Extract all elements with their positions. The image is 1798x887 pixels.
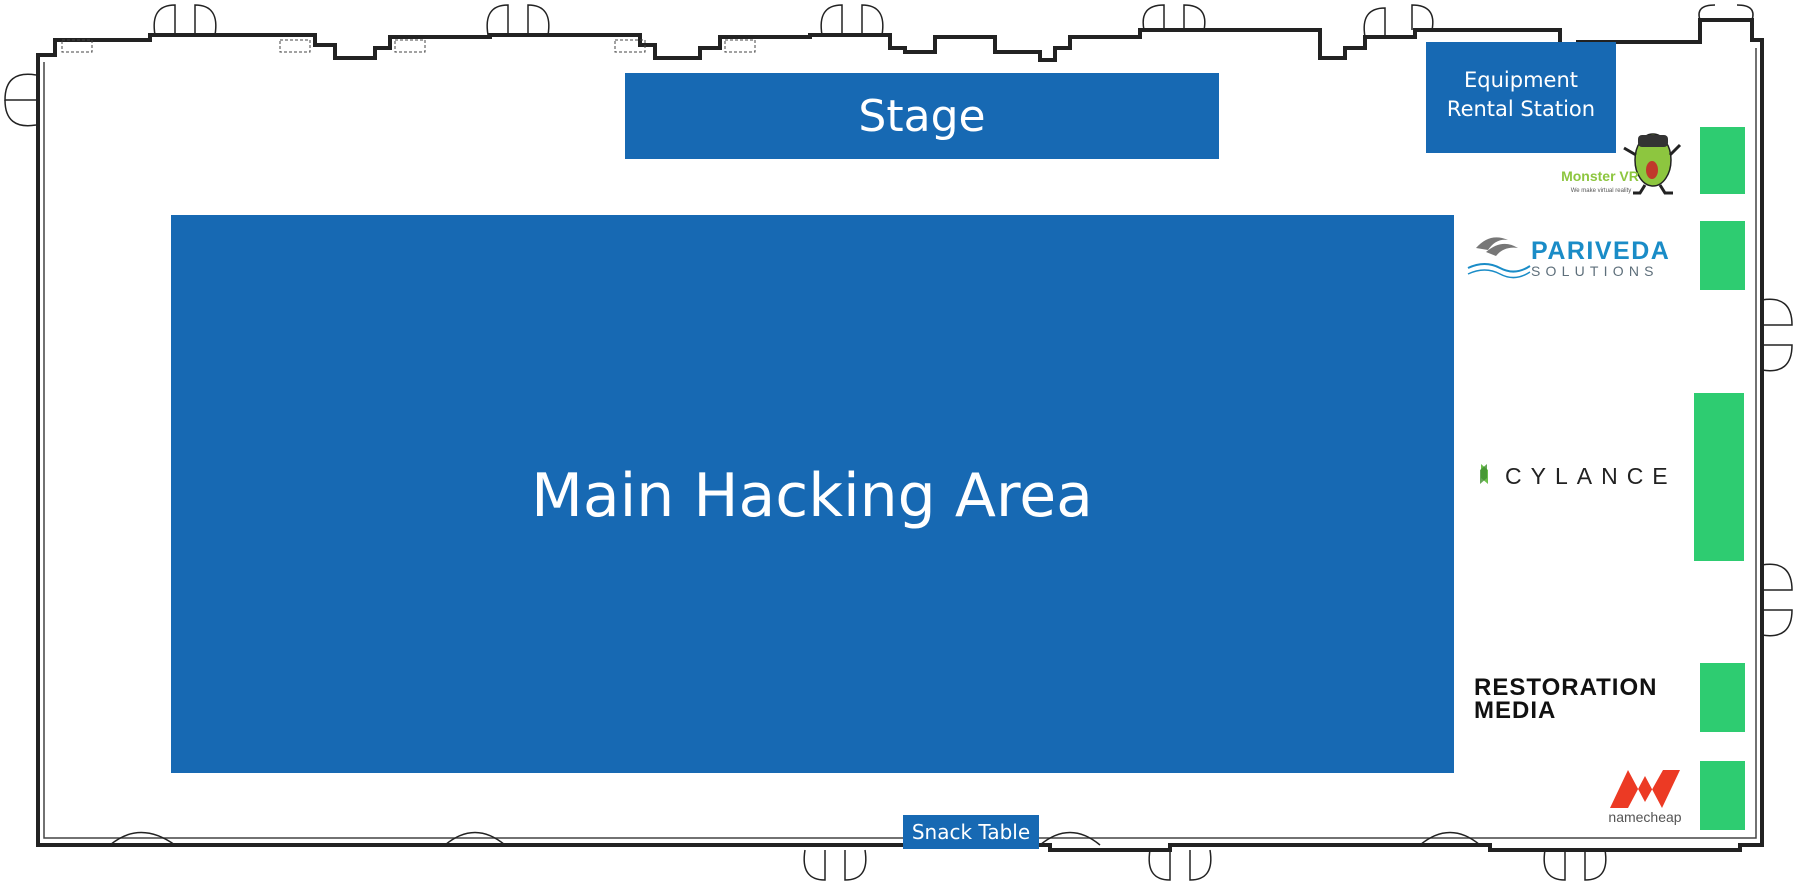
- doors: [4, 4, 1793, 881]
- booth-cylance[interactable]: [1694, 393, 1744, 561]
- stage-label: Stage: [858, 91, 985, 142]
- monster-vr-tagline: We make virtual reality: [1571, 188, 1632, 194]
- namecheap-name: namecheap: [1608, 809, 1681, 825]
- pariveda-logo: PARIVEDA SOLUTIONS: [1467, 237, 1670, 279]
- monster-vr-name: Monster VR: [1561, 168, 1639, 184]
- monster-vr-logo: Monster VR We make virtual reality: [1561, 133, 1682, 195]
- booth-namecheap[interactable]: [1700, 761, 1745, 830]
- dolphins-icon: [1467, 237, 1531, 279]
- main-hacking-area-label: Main Hacking Area: [531, 461, 1093, 531]
- monster-mascot-icon: [1623, 133, 1682, 195]
- equipment-label-line1: Equipment: [1464, 68, 1578, 92]
- restoration-media-logo: RESTORATION MEDIA: [1474, 674, 1657, 724]
- restoration-name: RESTORATION: [1474, 674, 1657, 701]
- building-wall: [36, 18, 1764, 852]
- equipment-rental-zone[interactable]: [1426, 42, 1616, 153]
- cylance-logo: CYLANCE: [1480, 463, 1677, 489]
- namecheap-n-icon: [1610, 770, 1680, 808]
- booth-pariveda[interactable]: [1700, 221, 1745, 290]
- namecheap-logo: namecheap: [1608, 770, 1682, 825]
- sponsor-booths: [1694, 127, 1745, 830]
- pariveda-name: PARIVEDA: [1531, 237, 1670, 265]
- snack-table-label: Snack Table: [912, 820, 1030, 844]
- equipment-label-line2: Rental Station: [1447, 97, 1595, 121]
- booth-restoration-media[interactable]: [1700, 663, 1745, 732]
- main-hacking-area-zone[interactable]: [171, 215, 1454, 773]
- pariveda-subtitle: SOLUTIONS: [1531, 263, 1659, 279]
- window-markings: [61, 39, 756, 53]
- cylance-mark-icon: [1480, 464, 1488, 484]
- stage-zone[interactable]: [625, 73, 1219, 159]
- snack-table-zone[interactable]: [903, 815, 1039, 849]
- booth-monster-vr[interactable]: [1700, 127, 1745, 194]
- media-name: MEDIA: [1474, 697, 1556, 724]
- inner-wall-line: [43, 48, 1757, 839]
- cylance-name: CYLANCE: [1505, 463, 1677, 489]
